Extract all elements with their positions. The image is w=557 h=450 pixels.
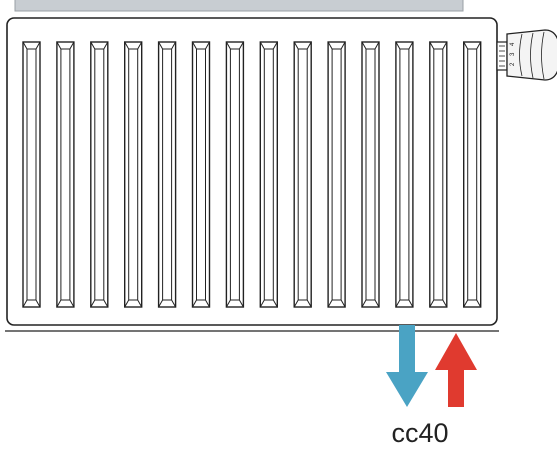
radiator-fin <box>463 41 482 308</box>
radiator-fin <box>157 41 177 308</box>
radiator-fin <box>225 41 245 308</box>
radiator-fin <box>56 41 75 308</box>
valve-mark-3: 3 <box>510 52 516 56</box>
valve-scale: 2 3 4 <box>510 42 516 66</box>
return-flow-arrow <box>386 325 428 407</box>
valve-mark-4: 4 <box>510 42 516 46</box>
radiator-fin <box>395 41 414 308</box>
thermostatic-valve: 2 3 4 <box>506 29 557 81</box>
connection-distance-label: cc40 <box>391 418 449 448</box>
radiator-fin <box>259 41 278 308</box>
radiator-fin <box>123 41 143 308</box>
radiator-fin <box>293 41 312 308</box>
valve-mark-2: 2 <box>510 62 516 66</box>
radiator-fin <box>22 41 41 308</box>
radiator-fin <box>327 41 346 308</box>
radiator-frame <box>6 17 498 326</box>
supply-flow-arrow <box>435 333 477 407</box>
radiator-fins <box>22 41 482 308</box>
radiator-body <box>5 17 499 332</box>
radiator-fin <box>429 41 448 308</box>
valve-connection <box>496 41 508 71</box>
radiator-fin <box>361 41 380 308</box>
radiator-fin <box>90 41 109 308</box>
wall-strip <box>14 0 464 12</box>
valve-head <box>506 29 557 81</box>
radiator-fin <box>191 41 211 308</box>
